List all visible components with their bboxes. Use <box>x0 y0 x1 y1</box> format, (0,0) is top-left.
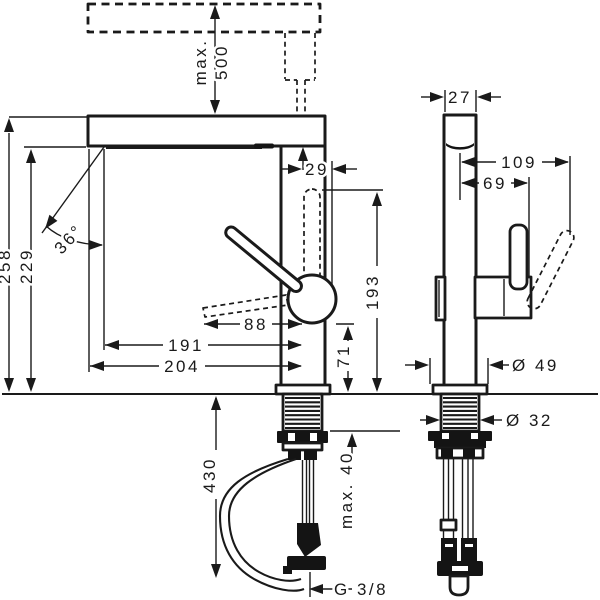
side-handle-raised-position <box>526 229 575 310</box>
pullout-hose-loop-outer <box>218 457 305 592</box>
dim-label-max-deck-thickness: max. 40 <box>337 451 356 529</box>
hose-collar <box>439 518 458 532</box>
spray-nozzle <box>446 143 474 150</box>
diverter-button <box>434 275 447 322</box>
front-undercounter <box>218 392 328 597</box>
dim-label-handle-depth: 69 <box>483 174 507 193</box>
spout <box>86 114 327 148</box>
dim-label-aerator-reach: 191 <box>168 336 204 355</box>
dim-supply-connection: G 3/8 <box>309 578 388 600</box>
side-shank-threads <box>443 396 477 430</box>
dim-handle-depth: 69 <box>461 172 530 276</box>
dim-handle-top-height: 193 <box>322 189 385 392</box>
dim-label-shank-diameter: Ø 32 <box>506 411 553 430</box>
dim-label-handle-total-depth: 109 <box>501 153 537 172</box>
pullout-range-box <box>86 2 322 34</box>
dim-body-depth: 27 <box>421 86 501 112</box>
dim-pivot-height: 71 <box>332 326 356 392</box>
handle-up-position <box>303 188 321 286</box>
hose-end-fitting <box>287 556 326 570</box>
dim-swivel-angle: 36° <box>41 146 105 260</box>
dim-label-swivel-angle: 36° <box>51 221 88 258</box>
side-undercounter <box>428 392 492 597</box>
handle-group <box>202 188 338 325</box>
dim-label-spout-reach: 204 <box>164 357 200 376</box>
dim-label-pivot-height: 71 <box>334 344 353 368</box>
dim-shank-diameter: Ø 32 <box>420 409 553 433</box>
dim-label-total-height: 258 <box>0 248 14 284</box>
dim-label-handle-offset: 29 <box>305 160 329 179</box>
pullout-range <box>86 2 322 113</box>
spout-body <box>86 114 332 396</box>
side-washer <box>435 446 485 460</box>
dim-handle-total-depth: 109 <box>459 151 571 235</box>
aerator-end <box>254 143 274 149</box>
dim-spout-reach: 204 <box>88 149 302 379</box>
dim-label-pullout-max-2: 500 <box>212 44 231 80</box>
spout-centerline <box>298 147 308 170</box>
dim-hose-length: 430 <box>198 396 222 578</box>
supply-hoses-straight <box>301 460 315 523</box>
dim-aerator-reach: 191 <box>103 149 302 358</box>
dim-label-supply-connection: G 3/8 <box>334 580 388 599</box>
dim-total-height: 258 <box>0 116 88 392</box>
dim-max-deck-thickness: max. 40 <box>335 433 359 531</box>
dim-pullout-max: max. 500 <box>189 5 234 114</box>
side-hose-fitting-left <box>441 538 457 562</box>
dim-label-handle-reach: 88 <box>244 315 268 334</box>
dim-label-body-depth: 27 <box>448 88 472 107</box>
pullout-hose-loop-inner <box>227 458 302 582</box>
side-hose-end-tab <box>448 574 470 597</box>
side-mounting-nut <box>428 431 492 441</box>
side-handle-lever <box>508 223 529 291</box>
side-view: 27 109 69 Ø 49 <box>405 86 575 597</box>
dim-base-diameter: Ø 49 <box>405 354 559 384</box>
front-view: max. 500 <box>0 2 388 600</box>
washer <box>281 441 324 452</box>
dim-label-spout-underside-height: 229 <box>17 248 36 284</box>
check-valve-left <box>288 450 301 460</box>
arrow-down <box>210 100 220 114</box>
countertop-line <box>2 392 598 432</box>
handle-lever <box>224 225 303 294</box>
side-hose-fitting-right <box>461 538 477 562</box>
side-threaded-shank <box>439 392 481 433</box>
dim-label-handle-top-height: 193 <box>363 274 382 310</box>
shank-threads <box>285 396 320 430</box>
dim-label-hose-length: 430 <box>200 457 219 493</box>
threaded-shank <box>281 392 324 433</box>
check-valve-right <box>304 450 317 460</box>
arrow-up <box>210 5 220 19</box>
mounting-nut <box>277 431 328 443</box>
hose-connector <box>297 523 321 557</box>
dim-handle-offset: 29 <box>280 158 357 287</box>
dim-handle-reach: 88 <box>204 313 354 337</box>
dim-label-pullout-max-1: max. <box>191 39 210 86</box>
dim-label-base-diameter: Ø 49 <box>512 356 559 375</box>
handle-down-position <box>202 294 289 318</box>
body-column <box>279 144 327 389</box>
dim-spout-underside-height: 229 <box>15 146 86 392</box>
